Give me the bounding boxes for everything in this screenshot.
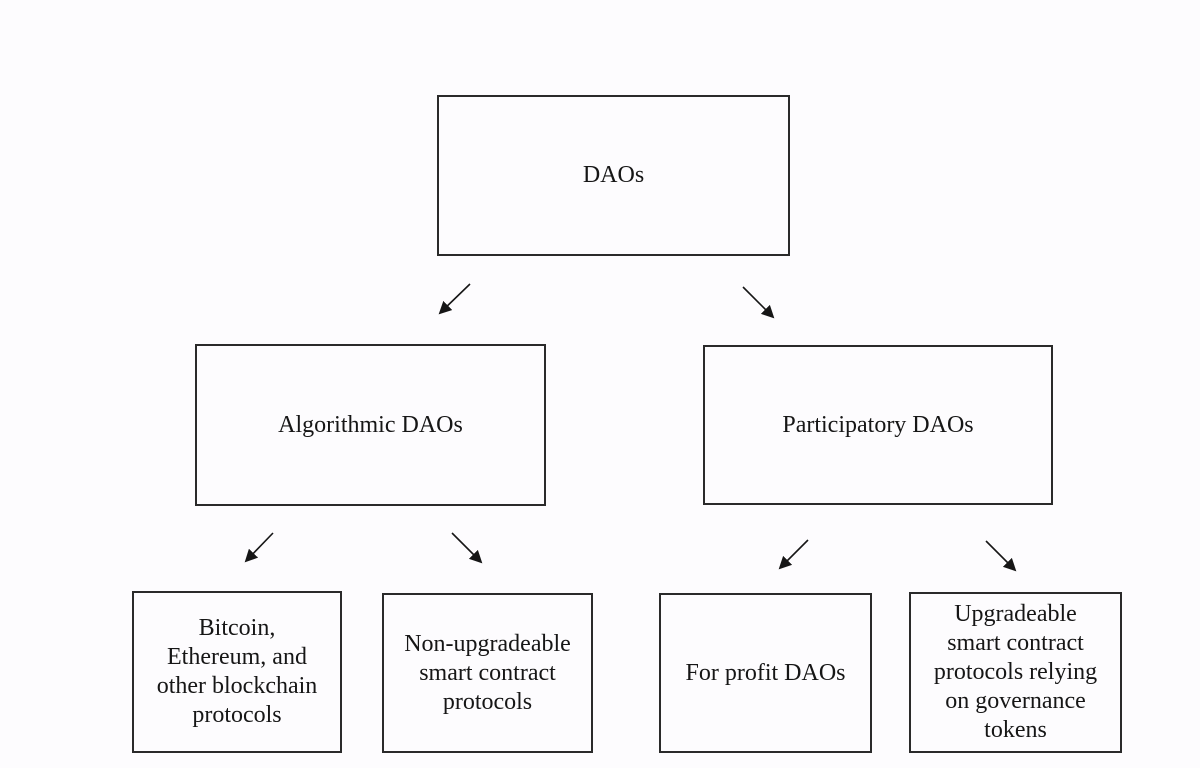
- node-daos: DAOs: [437, 95, 790, 256]
- arrow-daos-to-participatory-daos: [742, 286, 775, 319]
- node-non-upgradeable-protocols-label: Non-upgradeable smart contract protocols: [404, 630, 571, 715]
- node-upgradeable-protocols-label: Upgradeable smart contract protocols rel…: [933, 601, 1098, 743]
- node-algorithmic-daos-label: Algorithmic DAOs: [278, 411, 463, 438]
- arrow-participatory-to-upgradeable-protocols: [985, 540, 1017, 572]
- node-blockchain-protocols: Bitcoin, Ethereum, and other blockchain …: [132, 591, 342, 753]
- arrow-algorithmic-to-blockchain-protocols: [244, 532, 274, 563]
- node-participatory-daos: Participatory DAOs: [703, 345, 1053, 505]
- arrow-participatory-to-for-profit-daos: [778, 539, 809, 570]
- node-participatory-daos-label: Participatory DAOs: [782, 411, 974, 438]
- node-algorithmic-daos: Algorithmic DAOs: [195, 344, 546, 506]
- node-for-profit-daos: For profit DAOs: [659, 593, 872, 753]
- node-upgradeable-protocols: Upgradeable smart contract protocols rel…: [909, 592, 1122, 753]
- node-non-upgradeable-protocols: Non-upgradeable smart contract protocols: [382, 593, 593, 753]
- node-blockchain-protocols-label: Bitcoin, Ethereum, and other blockchain …: [156, 615, 318, 728]
- node-for-profit-daos-label: For profit DAOs: [685, 659, 846, 686]
- arrow-daos-to-algorithmic-daos: [438, 283, 471, 315]
- arrow-algorithmic-to-non-upgradeable-protocols: [451, 532, 483, 564]
- node-daos-label: DAOs: [582, 162, 645, 188]
